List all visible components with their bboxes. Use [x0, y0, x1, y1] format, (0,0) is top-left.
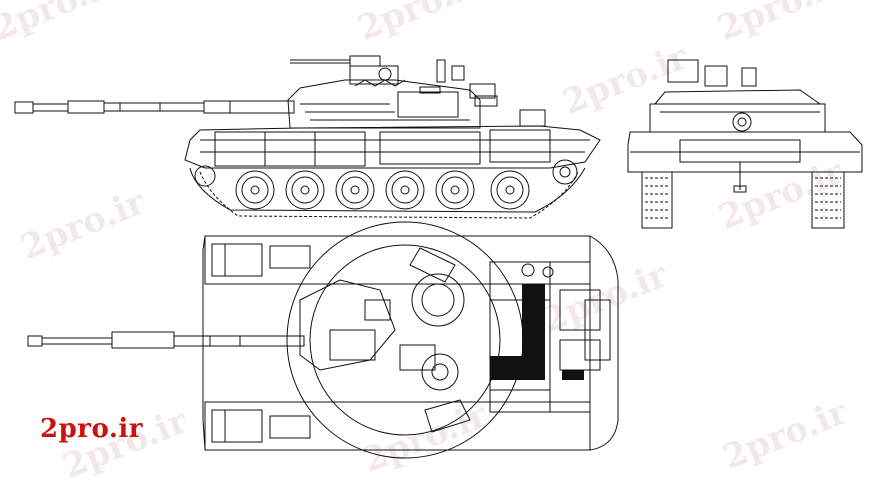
side-hull — [184, 109, 601, 169]
side-gun-barrel — [14, 100, 295, 114]
side-tracks — [189, 159, 586, 219]
engine-deck-solid-panel — [490, 284, 545, 380]
side-road-wheels — [235, 170, 530, 210]
tank-front-elevation — [627, 59, 863, 229]
side-turret — [287, 55, 498, 129]
tank-cad-drawing — [14, 55, 863, 459]
top-gun-barrel — [27, 331, 305, 349]
tank-side-elevation — [14, 55, 601, 219]
engine-deck-solid-strip — [562, 370, 584, 380]
top-turret — [286, 221, 524, 459]
brand-logo-text: 2pro.ir — [40, 414, 143, 444]
tank-top-plan — [27, 221, 619, 459]
